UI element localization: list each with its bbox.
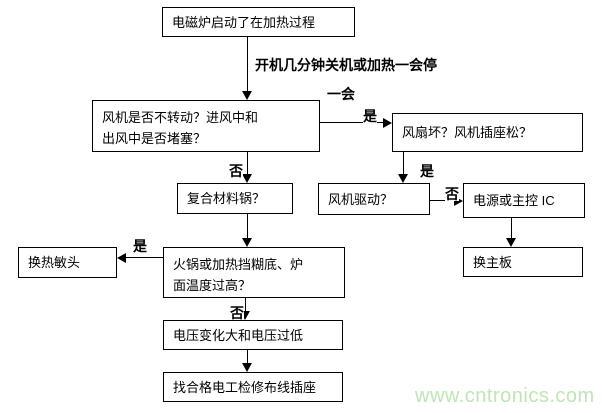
flow-node-replace-mainboard: 换主板 xyxy=(463,247,583,277)
edge-label-yes-fan-broken: 是 xyxy=(420,163,434,179)
flow-node-fan-drive: 风机驱动？ xyxy=(318,183,430,215)
connector-fan-check-to-fan-broken xyxy=(320,122,383,123)
flow-node-fan-broken: 风扇坏？风机插座松？ xyxy=(392,113,583,152)
condition-note-line2: 一会 xyxy=(327,86,355,102)
flow-node-replace-sensor: 换热敏头 xyxy=(18,247,117,278)
flow-node-composite-pot-label: 复合材料锅？ xyxy=(187,191,266,206)
arrow-down-icon xyxy=(240,311,250,320)
condition-note-line1: 开机几分钟关机或加热一会停 xyxy=(255,57,437,73)
connector-fan-check-to-composite-pot xyxy=(247,152,248,174)
arrow-left-icon xyxy=(117,253,126,263)
edge-label-no-fan-drive: 否 xyxy=(445,186,459,202)
arrow-down-icon xyxy=(398,174,408,183)
connector-composite-pot-to-hotpot xyxy=(247,214,248,238)
flow-node-fan-check-line1: 风机是否不转动？进风中和 xyxy=(102,110,259,125)
flow-node-hotpot: 火锅或加热挡糊底、炉 面温度过高？ xyxy=(163,247,345,298)
edge-label-no-fan-check: 否 xyxy=(229,163,243,179)
connector-voltage-to-electrician xyxy=(247,350,248,363)
connector-start-to-fan-check xyxy=(247,37,248,91)
flow-node-fan-drive-label: 风机驱动？ xyxy=(328,191,394,207)
connector-fan-broken-to-fan-drive xyxy=(403,152,404,174)
arrow-down-icon xyxy=(242,363,252,372)
flow-node-fan-check-line2: 出风中是否堵塞？ xyxy=(102,131,207,146)
edge-label-no-hotpot: 否 xyxy=(230,305,244,321)
flow-node-replace-sensor-label: 换热敏头 xyxy=(28,255,81,270)
flow-node-hotpot-line2: 面温度过高？ xyxy=(173,278,252,293)
flow-node-electrician: 找合格电工检修布线插座 xyxy=(163,372,343,402)
flow-node-electrician-label: 找合格电工检修布线插座 xyxy=(173,379,317,395)
arrow-down-icon xyxy=(242,238,252,247)
flow-node-power-ic-label: 电源或主控 IC xyxy=(473,193,555,208)
arrow-down-icon xyxy=(506,238,516,247)
flow-node-start-label: 电磁炉启动了在加热过程 xyxy=(172,14,316,30)
arrow-down-icon xyxy=(242,91,252,100)
flow-node-fan-check: 风机是否不转动？进风中和 出风中是否堵塞？ xyxy=(92,100,320,152)
arrow-down-icon xyxy=(242,174,252,183)
connector-hotpot-to-voltage xyxy=(245,298,246,311)
flow-node-power-ic: 电源或主控 IC xyxy=(463,183,585,218)
flow-node-start: 电磁炉启动了在加热过程 xyxy=(162,7,355,37)
connector-power-ic-to-replace-mainboard xyxy=(511,218,512,238)
flow-node-composite-pot: 复合材料锅？ xyxy=(177,183,293,214)
connector-fan-drive-to-power-ic xyxy=(430,200,454,201)
edge-label-yes-fan-check: 是 xyxy=(363,108,377,124)
flow-node-voltage: 电压变化大和电压过低 xyxy=(163,320,343,350)
connector-hotpot-to-replace-sensor xyxy=(126,257,163,258)
arrow-right-icon xyxy=(454,196,463,206)
flow-node-fan-broken-label: 风扇坏？风机插座松？ xyxy=(402,125,533,140)
arrow-right-icon xyxy=(383,118,392,128)
edge-label-yes-hotpot: 是 xyxy=(133,238,147,254)
flow-node-replace-mainboard-label: 换主板 xyxy=(473,254,513,270)
flow-node-hotpot-line1: 火锅或加热挡糊底、炉 xyxy=(173,257,304,272)
flow-node-voltage-label: 电压变化大和电压过低 xyxy=(173,327,304,343)
watermark-text: www.cntronics.com xyxy=(415,385,595,407)
